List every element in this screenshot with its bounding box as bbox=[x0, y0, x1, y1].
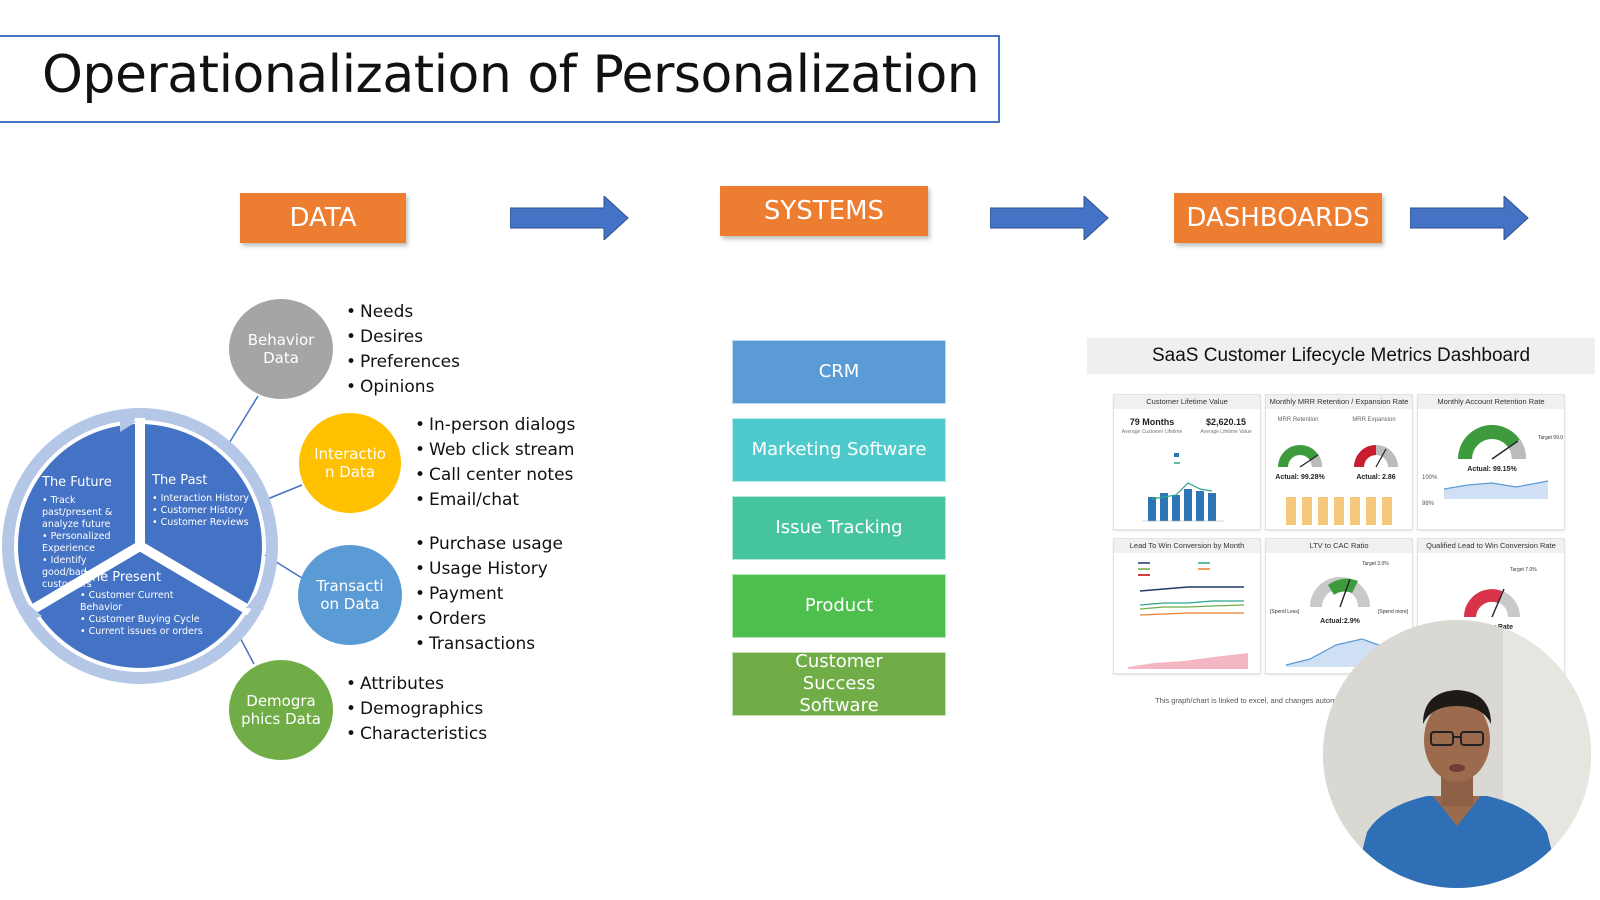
interaction-list: In-person dialogs Web click stream Call … bbox=[415, 413, 575, 513]
list-item: Attributes bbox=[346, 672, 487, 697]
wheel-item: Identify good/bad customers bbox=[42, 555, 132, 591]
wheel-item: Interaction History bbox=[152, 493, 262, 505]
circle-transaction-data: Transacti on Data bbox=[298, 545, 402, 645]
list-item: Web click stream bbox=[415, 438, 575, 463]
panel-title: Monthly Account Retention Rate bbox=[1418, 395, 1564, 409]
list-item: Demographics bbox=[346, 697, 487, 722]
wheel-item: Personalized Experience bbox=[42, 531, 132, 555]
demographics-list: Attributes Demographics Characteristics bbox=[346, 672, 487, 747]
clv-months: 79 Months bbox=[1130, 417, 1175, 427]
panel-customer-lifetime-value: Customer Lifetime Value 79 Months Averag… bbox=[1113, 394, 1261, 530]
list-item: Purchase usage bbox=[415, 532, 563, 557]
list-item: Transactions bbox=[415, 632, 563, 657]
stage-dashboards: DASHBOARDS bbox=[1174, 193, 1382, 243]
clv-months-label: Average Customer Lifetime bbox=[1122, 429, 1183, 435]
panel-mrr-retention: Monthly MRR Retention / Expansion Rate M… bbox=[1265, 394, 1413, 530]
arrow-right-icon bbox=[1410, 196, 1529, 240]
title-box: Operationalization of Personalization bbox=[0, 35, 1000, 123]
wheel-item: Customer History bbox=[152, 505, 262, 517]
list-item: Orders bbox=[415, 607, 563, 632]
list-item: Opinions bbox=[346, 375, 460, 400]
ltv-left: [Spend Less] bbox=[1270, 609, 1300, 615]
panel-account-retention: Monthly Account Retention Rate Target 99… bbox=[1417, 394, 1565, 530]
wheel-future-title: The Future bbox=[42, 475, 112, 490]
list-item: Payment bbox=[415, 582, 563, 607]
list-item: Needs bbox=[346, 300, 460, 325]
account-target: Target 99.0 bbox=[1538, 435, 1563, 441]
panel-title: Qualified Lead to Win Conversion Rate bbox=[1418, 539, 1564, 553]
clv-value: $2,620.15 bbox=[1206, 417, 1246, 427]
wheel-past: The Past Interaction History Customer Hi… bbox=[152, 473, 262, 529]
wheel-past-items: Interaction History Customer History Cus… bbox=[152, 493, 262, 529]
ltv-actual: Actual:2.9% bbox=[1320, 618, 1360, 625]
wheel-item: Customer Reviews bbox=[152, 517, 262, 529]
panel-lead-to-win: Lead To Win Conversion by Month bbox=[1113, 538, 1261, 674]
wheel-item: Current issues or orders bbox=[80, 626, 210, 638]
wheel-past-title: The Past bbox=[152, 473, 208, 488]
transaction-list: Purchase usage Usage History Payment Ord… bbox=[415, 532, 563, 657]
wheel-item: Track past/present & analyze future bbox=[42, 495, 132, 531]
behavior-list: Needs Desires Preferences Opinions bbox=[346, 300, 460, 400]
wheel-future-items: Track past/present & analyze future Pers… bbox=[42, 495, 132, 591]
dashboard-footnote: This graph/chart is linked to excel, and… bbox=[1155, 696, 1349, 705]
wheel-present-title: The Present bbox=[84, 570, 162, 585]
circle-behavior-data: Behavior Data bbox=[229, 299, 333, 399]
panel-title: Lead To Win Conversion by Month bbox=[1114, 539, 1260, 553]
presenter-avatar bbox=[1323, 620, 1591, 888]
wheel-future: The Future Track past/present & analyze … bbox=[42, 475, 132, 591]
dashboard-title: SaaS Customer Lifecycle Metrics Dashboar… bbox=[1087, 338, 1595, 374]
clv-value-label: Average Lifetime Value bbox=[1200, 429, 1251, 435]
list-item: Call center notes bbox=[415, 463, 575, 488]
panel-title: Monthly MRR Retention / Expansion Rate bbox=[1266, 395, 1412, 409]
list-item: In-person dialogs bbox=[415, 413, 575, 438]
ltv-right: [Spend more] bbox=[1378, 609, 1409, 615]
system-crm: CRM bbox=[732, 340, 946, 404]
mrr-actual-expansion: Actual: 2.86 bbox=[1356, 474, 1395, 481]
stage-data: DATA bbox=[240, 193, 406, 243]
system-marketing-software: Marketing Software bbox=[732, 418, 946, 482]
panel-title: LTV to CAC Ratio bbox=[1266, 539, 1412, 553]
list-item: Characteristics bbox=[346, 722, 487, 747]
mrr-retention-label: MRR Retention bbox=[1277, 417, 1318, 423]
list-item: Usage History bbox=[415, 557, 563, 582]
slide-title: Operationalization of Personalization bbox=[42, 45, 980, 105]
ltv-target: Target 3.0% bbox=[1362, 561, 1389, 567]
arrow-right-icon bbox=[990, 196, 1109, 240]
list-item: Preferences bbox=[346, 350, 460, 375]
circle-interaction-data: Interactio n Data bbox=[299, 413, 401, 513]
wheel-present-items: Customer Current Behavior Customer Buyin… bbox=[80, 590, 210, 638]
list-item: Email/chat bbox=[415, 488, 575, 513]
system-issue-tracking: Issue Tracking bbox=[732, 496, 946, 560]
account-actual: Actual: 99.15% bbox=[1467, 466, 1517, 473]
mrr-actual-retention: Actual: 99.28% bbox=[1275, 474, 1325, 481]
wheel-item: Customer Current Behavior bbox=[80, 590, 210, 614]
account-y-bottom: 98% bbox=[1422, 501, 1435, 507]
wheel-item: Customer Buying Cycle bbox=[80, 614, 210, 626]
account-y-top: 100% bbox=[1422, 475, 1438, 481]
system-customer-success: Customer Success Software bbox=[732, 651, 946, 716]
stage-systems: SYSTEMS bbox=[720, 186, 928, 236]
list-item: Desires bbox=[346, 325, 460, 350]
arrow-right-icon bbox=[510, 196, 629, 240]
qualified-target: Target 7.0% bbox=[1510, 567, 1537, 573]
circle-demographics-data: Demogra phics Data bbox=[229, 660, 333, 760]
mrr-expansion-label: MRR Expansion bbox=[1352, 417, 1395, 423]
presenter-webcam bbox=[1323, 620, 1591, 888]
system-product: Product bbox=[732, 574, 946, 638]
wheel-present: The Present Customer Current Behavior Cu… bbox=[80, 570, 210, 638]
panel-title: Customer Lifetime Value bbox=[1114, 395, 1260, 409]
